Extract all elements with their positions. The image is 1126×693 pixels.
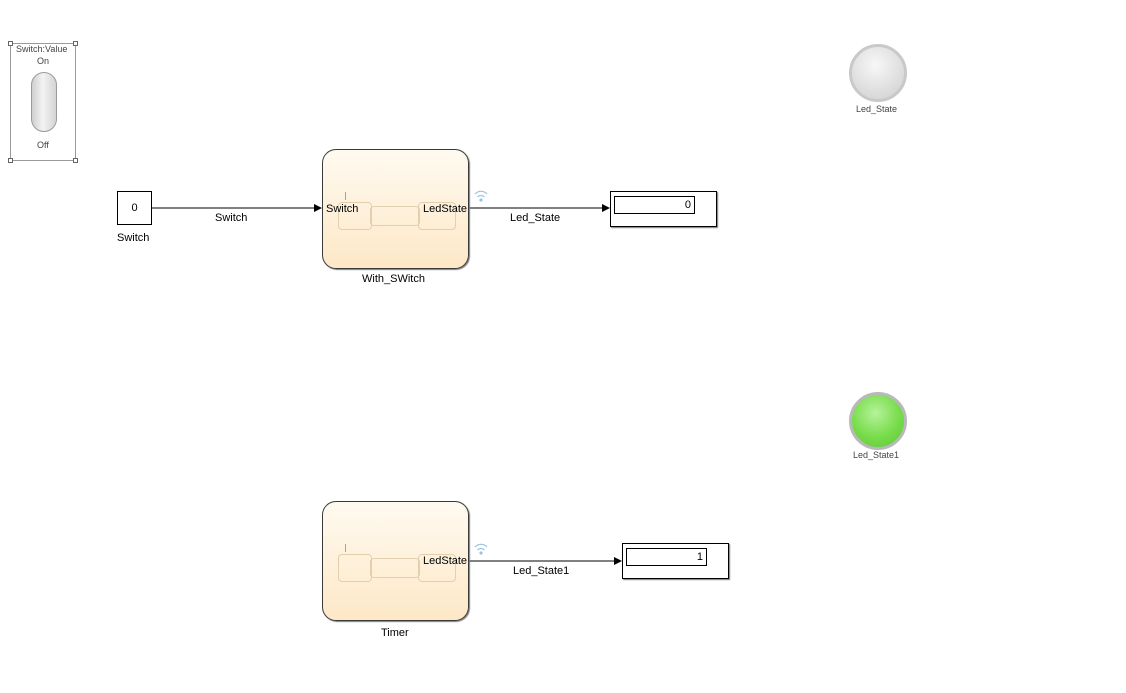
signal-logging-icon[interactable] xyxy=(473,541,489,559)
toggle-off-label: Off xyxy=(37,140,49,150)
chart-output-box xyxy=(418,202,456,230)
chart-input-box xyxy=(338,554,372,582)
chart-link-box xyxy=(370,206,420,226)
led-state1-signal-arrow xyxy=(614,557,622,565)
toggle-switch-title: Switch:Value xyxy=(16,44,68,54)
chart-cursor-mark xyxy=(345,544,346,552)
resize-handle-bottom-right[interactable] xyxy=(73,158,78,163)
chart-input-port-label: Switch xyxy=(326,203,359,215)
toggle-switch-lever[interactable] xyxy=(31,72,57,132)
display-value-field: 1 xyxy=(626,548,707,566)
chart-link-box xyxy=(370,558,420,578)
lamp-indicator-led-state1[interactable] xyxy=(849,392,907,450)
lamp-label-led-state: Led_State xyxy=(856,104,898,114)
led-state-signal-arrow xyxy=(602,204,610,212)
signal-logging-icon[interactable] xyxy=(473,188,489,206)
display-value-field: 0 xyxy=(614,196,695,214)
resize-handle-bottom-left[interactable] xyxy=(8,158,13,163)
constant-value: 0 xyxy=(131,202,138,214)
timer-chart-block[interactable]: LedState xyxy=(322,501,469,621)
display-block-led-state1[interactable]: 1 xyxy=(622,543,729,579)
toggle-on-label: On xyxy=(37,56,50,66)
chart-cursor-mark xyxy=(345,192,346,200)
switch-signal-arrow xyxy=(314,204,322,212)
switch-signal-label: Switch xyxy=(215,212,248,224)
resize-handle-top-right[interactable] xyxy=(73,41,78,46)
timer-chart-name: Timer xyxy=(381,627,409,639)
constant-block-name: Switch xyxy=(117,232,150,244)
led-state-signal-label: Led_State xyxy=(510,212,561,224)
lamp-label-led-state1: Led_State1 xyxy=(853,450,900,460)
chart-output-port-label: LedState xyxy=(423,555,468,567)
chart-input-box xyxy=(338,202,372,230)
with-switch-chart-block[interactable]: Switch LedState xyxy=(322,149,469,269)
chart-output-box xyxy=(418,554,456,582)
with-switch-chart-name: With_SWitch xyxy=(362,273,425,285)
led-state1-signal-label: Led_State1 xyxy=(513,565,570,577)
lamp-indicator-led-state[interactable] xyxy=(849,44,907,102)
resize-handle-top-left[interactable] xyxy=(8,41,13,46)
display-block-led-state[interactable]: 0 xyxy=(610,191,717,227)
chart-output-port-label: LedState xyxy=(423,203,468,215)
toggle-switch-block[interactable] xyxy=(8,41,78,163)
constant-block[interactable]: 0 xyxy=(117,191,152,225)
